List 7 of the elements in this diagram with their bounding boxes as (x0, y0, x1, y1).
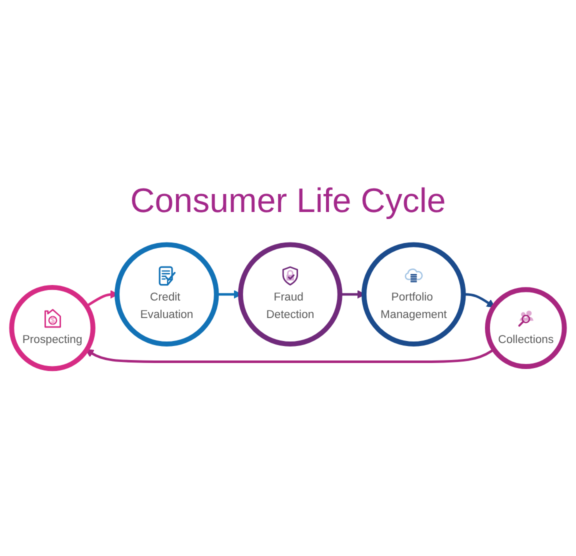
node-circle: Fraud Detection (238, 242, 342, 346)
node-circle: Collections (485, 286, 567, 369)
node-circle: Portfolio Management (362, 242, 466, 346)
node-circle: Prospecting (9, 284, 96, 371)
arrow (85, 348, 495, 363)
node-circle: Credit Evaluation (114, 242, 219, 346)
diagram-title: Consumer Life Cycle (130, 182, 446, 221)
